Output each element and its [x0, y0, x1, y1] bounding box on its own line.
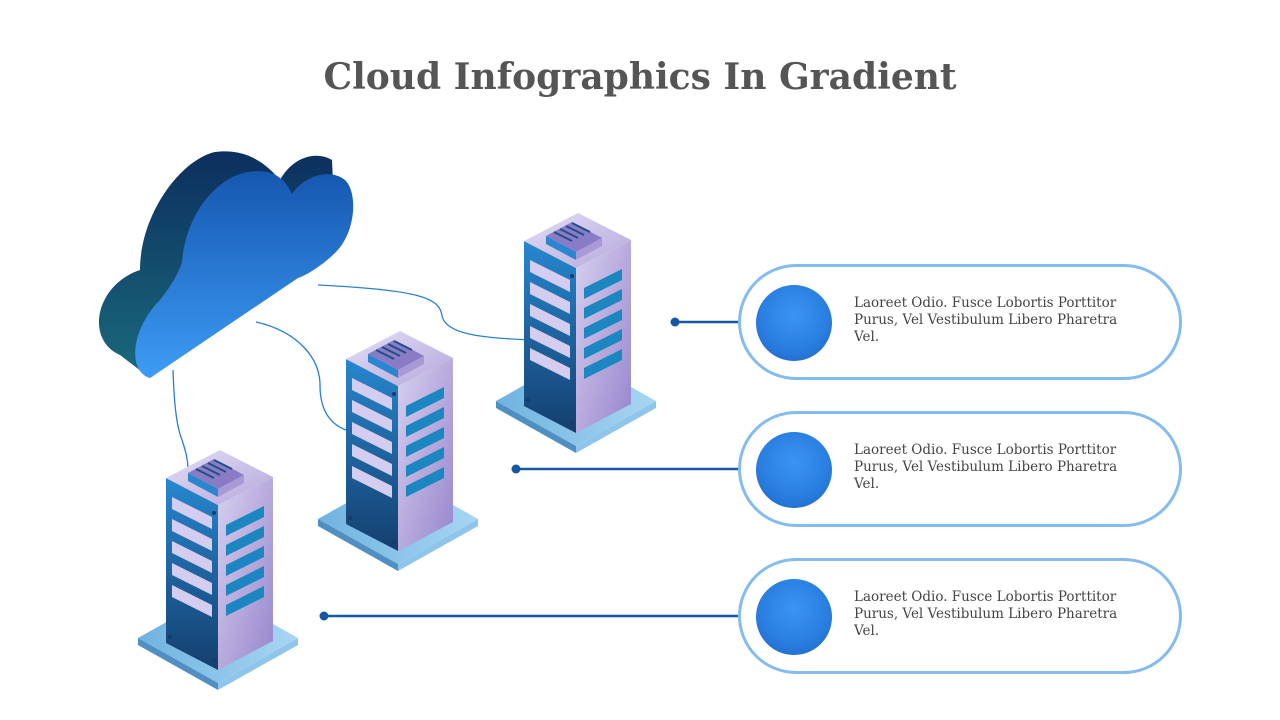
cloud-link-line	[172, 369, 189, 471]
info-card-1: Laoreet Odio. Fusce Lobortis Porttitor P…	[738, 264, 1182, 380]
card-circle	[756, 432, 832, 508]
card-circle	[756, 285, 832, 361]
card-text: Laoreet Odio. Fusce Lobortis Porttitor P…	[854, 295, 1118, 345]
card-text: Laoreet Odio. Fusce Lobortis Porttitor P…	[854, 442, 1118, 492]
info-card-3: Laoreet Odio. Fusce Lobortis Porttitor P…	[738, 558, 1182, 674]
card-circle	[756, 579, 832, 655]
connector-2	[511, 464, 740, 474]
server-icon	[137, 449, 299, 691]
card-text: Laoreet Odio. Fusce Lobortis Porttitor P…	[854, 589, 1118, 639]
cloud-icon	[98, 151, 354, 378]
cloud-link-line	[255, 321, 347, 431]
server-icon	[317, 330, 479, 572]
connector-1	[670, 317, 740, 327]
info-card-2: Laoreet Odio. Fusce Lobortis Porttitor P…	[738, 411, 1182, 527]
connector-3	[319, 611, 740, 621]
cloud-link-line	[317, 284, 533, 341]
slide-title: Cloud Infographics In Gradient	[323, 56, 957, 98]
server-icon	[495, 212, 657, 454]
